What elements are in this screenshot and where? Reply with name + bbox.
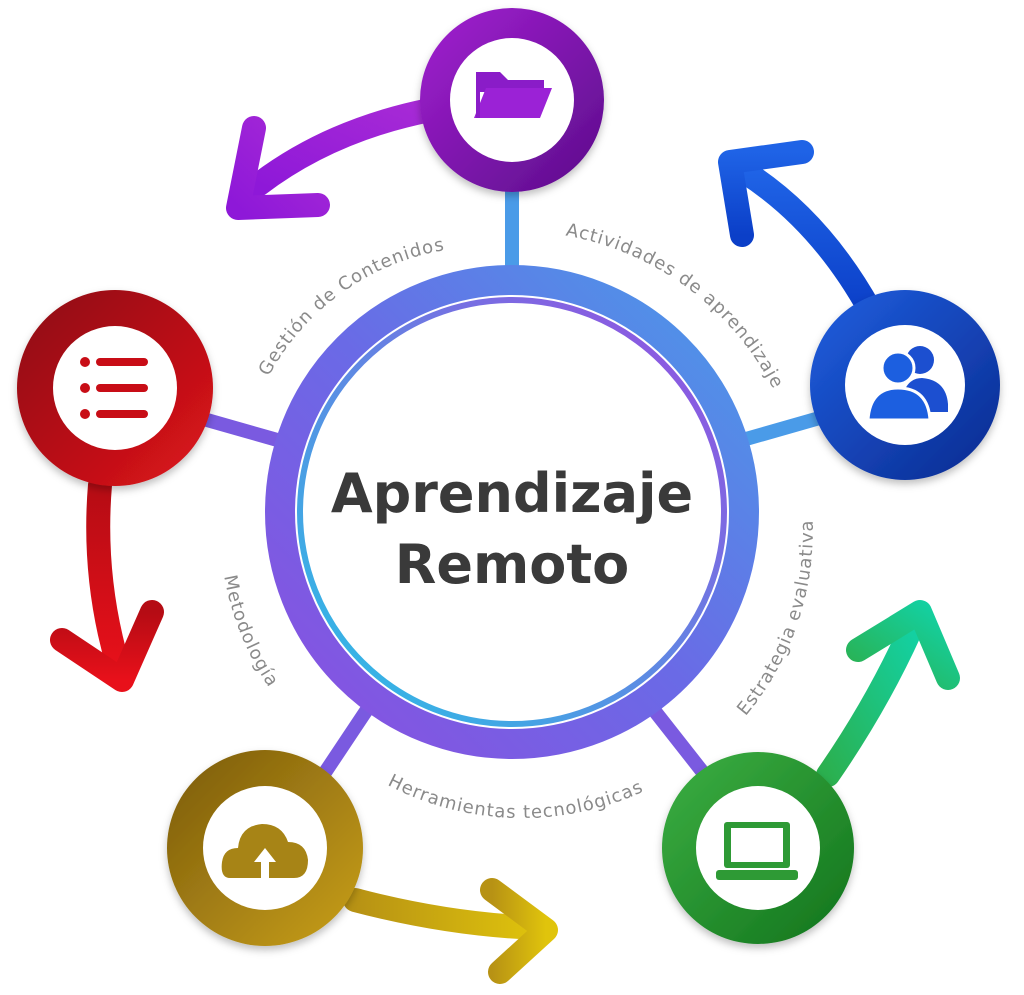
list-icon (80, 357, 148, 419)
arrows (50, 98, 960, 984)
arrow-activities (718, 140, 882, 322)
node-evaluation[interactable] (662, 752, 854, 944)
node-activities[interactable] (810, 290, 1000, 480)
laptop-icon (716, 822, 798, 880)
node-methodology[interactable] (17, 290, 213, 486)
users-icon (866, 346, 948, 422)
arrow-methodology (50, 473, 164, 692)
center-title-line1: Aprendizaje (331, 462, 693, 525)
center-hub: Aprendizaje Remoto (265, 265, 759, 759)
connector-tools (314, 701, 376, 784)
node-tools[interactable] (167, 750, 363, 946)
arrow-evaluation (816, 600, 960, 787)
label-methodology: Metodología (219, 573, 283, 691)
cloud-upload-icon (221, 824, 308, 880)
connector-evaluation (644, 700, 711, 780)
label-tools: Herramientas tecnológicas (385, 770, 647, 823)
center-title-line2: Remoto (395, 533, 629, 596)
node-content[interactable] (420, 8, 604, 192)
arrow-content (226, 98, 442, 220)
arrow-tools (343, 878, 558, 984)
folder-icon (474, 72, 552, 118)
